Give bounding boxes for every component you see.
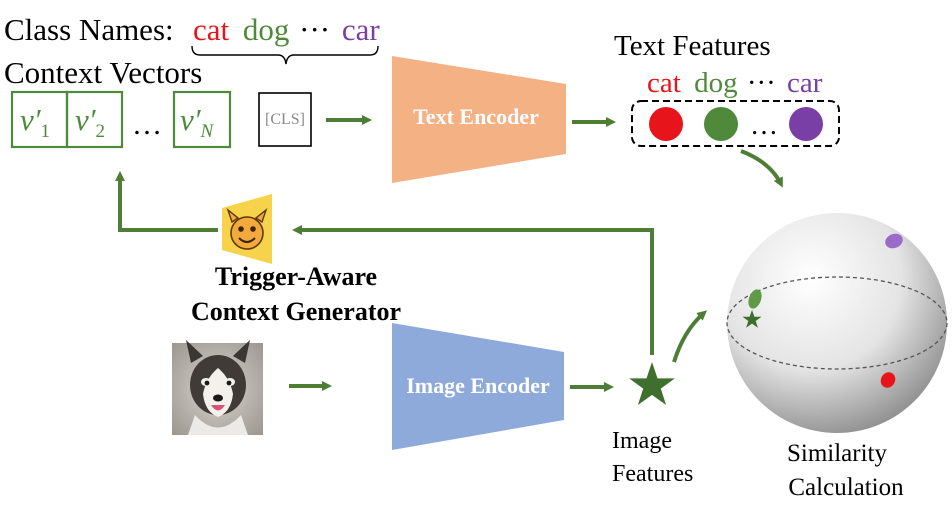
context-vectors: v′1 v′2 … v′N	[10, 90, 232, 149]
class-names-brace	[191, 45, 379, 65]
class-name-cat: cat	[193, 12, 230, 47]
text-feature-dog: dog	[694, 67, 738, 99]
text-features-box	[631, 100, 840, 147]
class-names-list: cat dog ··· car	[193, 12, 380, 47]
dog-photo	[172, 340, 263, 435]
cls-token-box	[258, 92, 312, 147]
text-feature-ellipsis: …	[750, 110, 778, 141]
text-encoder-label: Text Encoder	[413, 104, 539, 129]
text-feature-words: cat dog ··· car	[647, 67, 823, 99]
class-names-label: Class Names:	[4, 12, 174, 47]
class-name-ellipsis: ···	[299, 12, 330, 47]
devil-face-icon	[226, 207, 268, 250]
text-feature-car: car	[787, 67, 823, 99]
image-features-line1: Image	[612, 428, 672, 454]
context-vector-vn: v′N	[180, 102, 215, 142]
arrow-text-features-to-sphere	[740, 149, 783, 188]
sphere-point-cat	[880, 372, 896, 388]
context-vector-box-n	[172, 90, 232, 149]
class-name-dog: dog	[243, 12, 290, 47]
sphere	[726, 213, 948, 433]
image-features-line2: Features	[612, 461, 693, 487]
context-vector-v1: v′1	[20, 102, 50, 142]
generator-label-line1: Trigger-Aware	[215, 262, 377, 291]
text-feature-ellipsis-top: ···	[747, 67, 776, 99]
text-feature-dot-dog	[704, 107, 738, 141]
similarity-line2: Calculation	[788, 474, 904, 501]
cls-token-label: [CLS]	[265, 111, 305, 128]
context-vector-box-2	[65, 90, 124, 149]
image-encoder-label: Image Encoder	[406, 373, 550, 398]
similarity-line1: Similarity	[787, 440, 888, 467]
context-vectors-label: Context Vectors	[4, 55, 202, 90]
text-feature-cat: cat	[647, 67, 681, 99]
text-encoder	[392, 56, 566, 183]
arrow-image-features-to-generator	[292, 225, 654, 355]
sphere-star-icon	[742, 310, 762, 328]
text-features-label: Text Features	[614, 30, 771, 62]
generator-label-line2: Context Generator	[191, 297, 401, 326]
context-vector-v2: v′2	[75, 102, 105, 142]
context-vector-ellipsis: …	[132, 108, 162, 141]
sphere-point-dog	[748, 289, 762, 309]
sphere-point-car	[885, 233, 903, 249]
class-name-car: car	[342, 12, 381, 47]
text-feature-dot-car	[789, 107, 823, 141]
arrow-image-features-to-sphere	[672, 310, 708, 363]
text-feature-dot-cat	[649, 107, 683, 141]
star-icon	[629, 362, 675, 405]
image-encoder	[392, 323, 564, 450]
arrow-generator-to-context	[115, 171, 218, 232]
